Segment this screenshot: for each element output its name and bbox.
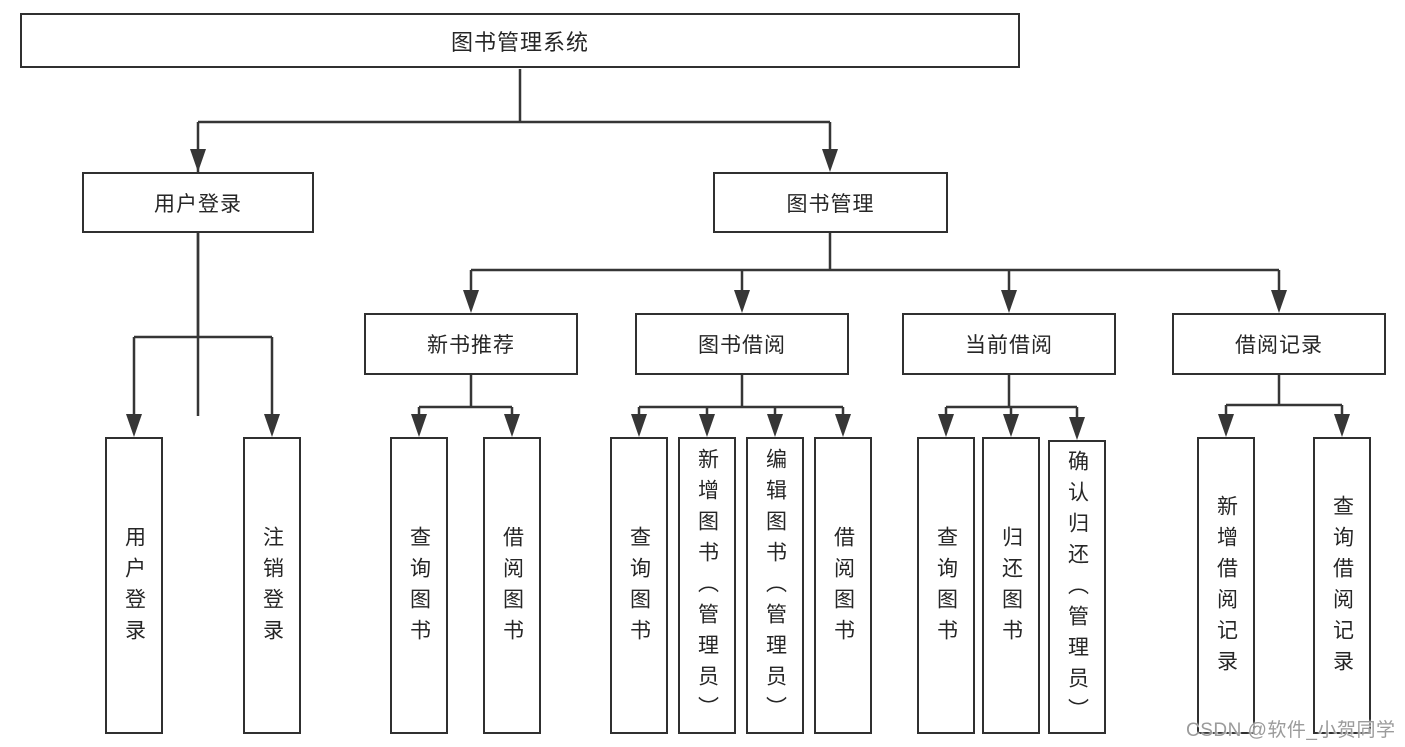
leaf-current-return-books: 归还图书 bbox=[982, 437, 1040, 734]
connector-user-login-children bbox=[126, 232, 280, 437]
connector-lines bbox=[944, 374, 1079, 418]
connector-lines bbox=[469, 232, 1281, 292]
arrowhead-icon bbox=[411, 414, 427, 437]
arrowhead-icon bbox=[190, 149, 206, 172]
arrowhead-icon bbox=[1069, 417, 1085, 440]
arrowhead-icon bbox=[126, 414, 142, 437]
arrowhead-icon bbox=[463, 290, 479, 313]
arrowhead-icon bbox=[835, 414, 851, 437]
leaf-current-confirm-return-admin: 确认归还（管理员） bbox=[1048, 440, 1106, 734]
connector-current-borrowing-children bbox=[938, 374, 1085, 440]
arrowhead-icon bbox=[822, 149, 838, 172]
arrowhead-icon bbox=[938, 414, 954, 437]
node-new-book-recommendation: 新书推荐 bbox=[364, 313, 578, 375]
node-book-management: 图书管理 bbox=[713, 172, 948, 233]
node-user-login: 用户登录 bbox=[82, 172, 314, 233]
leaf-borrowing-query-books: 查询图书 bbox=[610, 437, 668, 734]
connector-borrowing-records-children bbox=[1218, 374, 1350, 437]
connector-book-borrowing-children bbox=[631, 374, 851, 437]
leaf-user-login: 用户登录 bbox=[105, 437, 163, 734]
leaf-records-query-record: 查询借阅记录 bbox=[1313, 437, 1371, 734]
leaf-borrowing-borrow-books: 借阅图书 bbox=[814, 437, 872, 734]
node-borrowing-records: 借阅记录 bbox=[1172, 313, 1386, 375]
node-system-root: 图书管理系统 bbox=[20, 13, 1020, 68]
connector-lines bbox=[132, 232, 274, 415]
node-book-borrowing: 图书借阅 bbox=[635, 313, 849, 375]
arrowhead-icon bbox=[767, 414, 783, 437]
connector-lines bbox=[637, 374, 845, 415]
arrowhead-icon bbox=[734, 290, 750, 313]
connector-root-to-level2 bbox=[190, 69, 838, 416]
connector-book-management-children bbox=[463, 232, 1287, 313]
arrowhead-icon bbox=[504, 414, 520, 437]
leaf-logout: 注销登录 bbox=[243, 437, 301, 734]
leaf-borrowing-edit-books-admin: 编辑图书（管理员） bbox=[746, 437, 804, 734]
arrowhead-icon bbox=[1334, 414, 1350, 437]
leaf-recommend-query-books: 查询图书 bbox=[390, 437, 448, 734]
arrowhead-icon bbox=[1001, 290, 1017, 313]
connector-lines bbox=[196, 69, 832, 416]
arrowhead-icon bbox=[631, 414, 647, 437]
leaf-borrowing-add-books-admin: 新增图书（管理员） bbox=[678, 437, 736, 734]
arrowhead-icon bbox=[264, 414, 280, 437]
leaf-current-query-books: 查询图书 bbox=[917, 437, 975, 734]
arrowhead-icon bbox=[699, 414, 715, 437]
leaf-recommend-borrow-books: 借阅图书 bbox=[483, 437, 541, 734]
arrowhead-icon bbox=[1003, 414, 1019, 437]
leaf-records-add-record: 新增借阅记录 bbox=[1197, 437, 1255, 734]
arrowhead-icon bbox=[1271, 290, 1287, 313]
watermark: CSDN @软件_小贺同学 bbox=[1186, 720, 1396, 741]
arrowhead-icon bbox=[1218, 414, 1234, 437]
connector-lines bbox=[1224, 374, 1344, 415]
connector-lines bbox=[417, 374, 514, 415]
connector-new-book-children bbox=[411, 374, 520, 437]
node-current-borrowing: 当前借阅 bbox=[902, 313, 1116, 375]
